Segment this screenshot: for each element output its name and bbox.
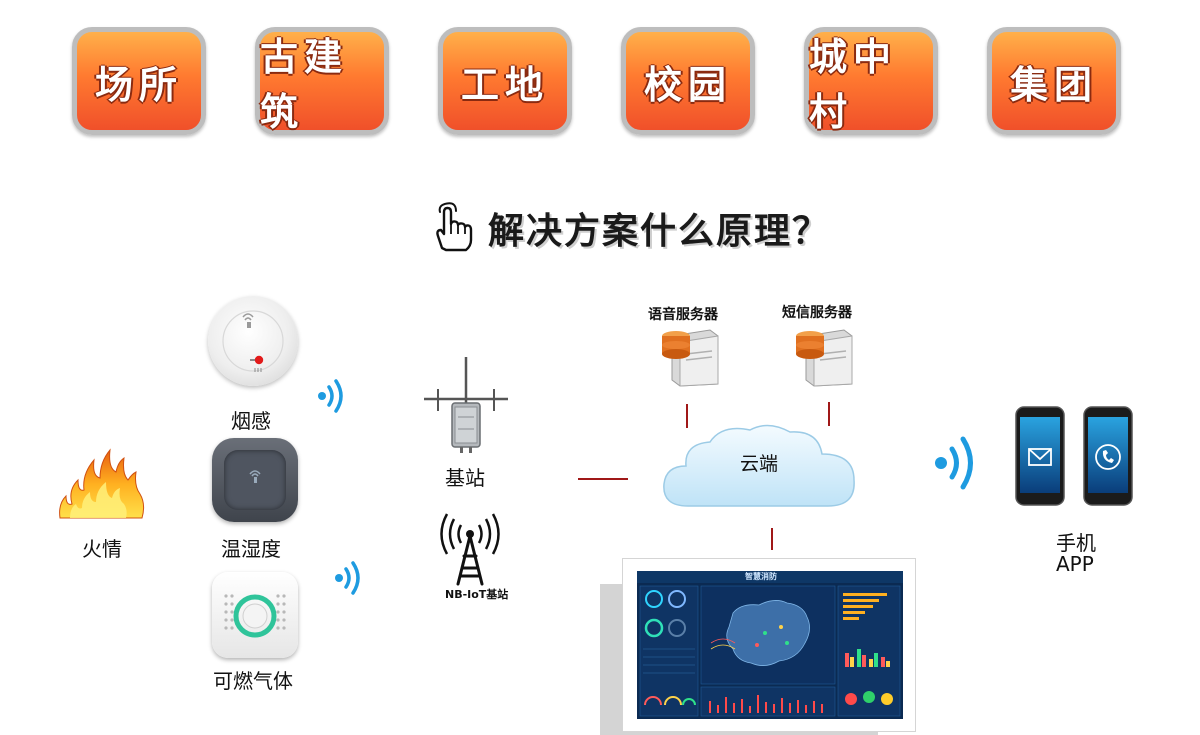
sms-server-label: 短信服务器 <box>782 305 852 321</box>
voice-server-icon <box>662 329 719 387</box>
thermo-hygrometer-image <box>212 438 298 522</box>
gas-label: 可燃气体 <box>213 669 293 693</box>
thermo-hygrometer-face <box>224 450 286 510</box>
nbiot-label: NB-IoT基站 <box>445 588 509 601</box>
base-station-icon <box>424 357 508 453</box>
pointing-hand-icon <box>436 202 473 252</box>
connector-line <box>828 402 830 426</box>
category-button-campus[interactable]: 校园 <box>621 27 755 135</box>
phones-image <box>1015 406 1133 506</box>
cloud-label: 云端 <box>740 453 779 475</box>
connector-line <box>578 478 628 480</box>
category-row: 场所 古建筑 工地 校园 城中村 集团 <box>0 0 1200 150</box>
connector-line <box>771 528 773 550</box>
headline: 解决方案什么原理？ <box>428 198 830 258</box>
dashboard-frame: 智慧消防 <box>622 558 916 732</box>
category-button-group[interactable]: 集团 <box>987 27 1121 135</box>
smoke-detector-graphic <box>222 310 284 372</box>
wifi-signal-icon <box>935 436 973 490</box>
base-station-label: 基站 <box>445 466 485 490</box>
category-button-site[interactable]: 工地 <box>438 27 572 135</box>
smoke-detector-image <box>208 296 298 386</box>
dashboard-graphics <box>639 585 901 717</box>
app-label-line2: APP <box>1056 552 1094 576</box>
gas-detector-graphic <box>224 594 286 638</box>
fire-label: 火情 <box>82 537 122 561</box>
category-button-urban-village[interactable]: 城中村 <box>804 27 938 135</box>
headline-title: 解决方案什么原理？ <box>488 211 831 252</box>
dashboard-screen: 智慧消防 <box>637 571 903 719</box>
category-button-heritage[interactable]: 古建筑 <box>255 27 389 135</box>
thermo-logo-icon <box>249 470 261 483</box>
thermo-label: 温湿度 <box>221 537 281 561</box>
app-label-line1: 手机 <box>1056 531 1096 555</box>
nbiot-tower-icon <box>440 513 500 586</box>
connector-line <box>686 404 688 428</box>
wifi-signal-icon <box>335 561 360 595</box>
fire-icon <box>59 448 145 519</box>
sms-server-icon <box>796 329 853 387</box>
gas-detector-image <box>212 572 298 658</box>
dashboard-title: 智慧消防 <box>745 572 777 581</box>
cloud-icon <box>663 424 855 507</box>
dashboard-topbar <box>637 571 903 583</box>
smoke-label: 烟感 <box>231 409 271 433</box>
voice-server-label: 语音服务器 <box>648 307 718 323</box>
wifi-signal-icon <box>318 379 343 413</box>
category-button-venue[interactable]: 场所 <box>72 27 206 135</box>
